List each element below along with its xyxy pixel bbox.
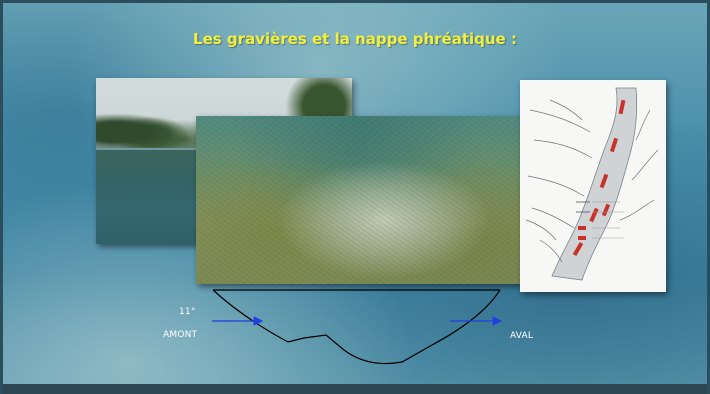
frame-border-top — [0, 0, 710, 3]
underwater-texture — [196, 116, 520, 284]
downstream-label: AVAL — [510, 331, 534, 341]
frame-border-left — [0, 0, 3, 394]
underwater-photo — [196, 116, 520, 284]
map-flow-arrows — [572, 99, 626, 257]
lake-trees — [96, 108, 196, 148]
upstream-label: AMONT — [163, 330, 198, 340]
frame-border-bottom — [0, 384, 710, 394]
map-legend — [576, 201, 624, 240]
basin-profile-line — [212, 289, 501, 365]
lake-reflection — [96, 150, 196, 210]
aquifer-channel — [551, 87, 638, 281]
map-rivers — [525, 99, 659, 263]
aquifer-map — [520, 80, 666, 292]
slide-title: Les gravières et la nappe phréatique : — [193, 30, 517, 48]
temperature-label: 11° — [179, 307, 196, 317]
frame-border-right — [707, 0, 710, 394]
aquifer-map-drawing — [525, 87, 659, 281]
